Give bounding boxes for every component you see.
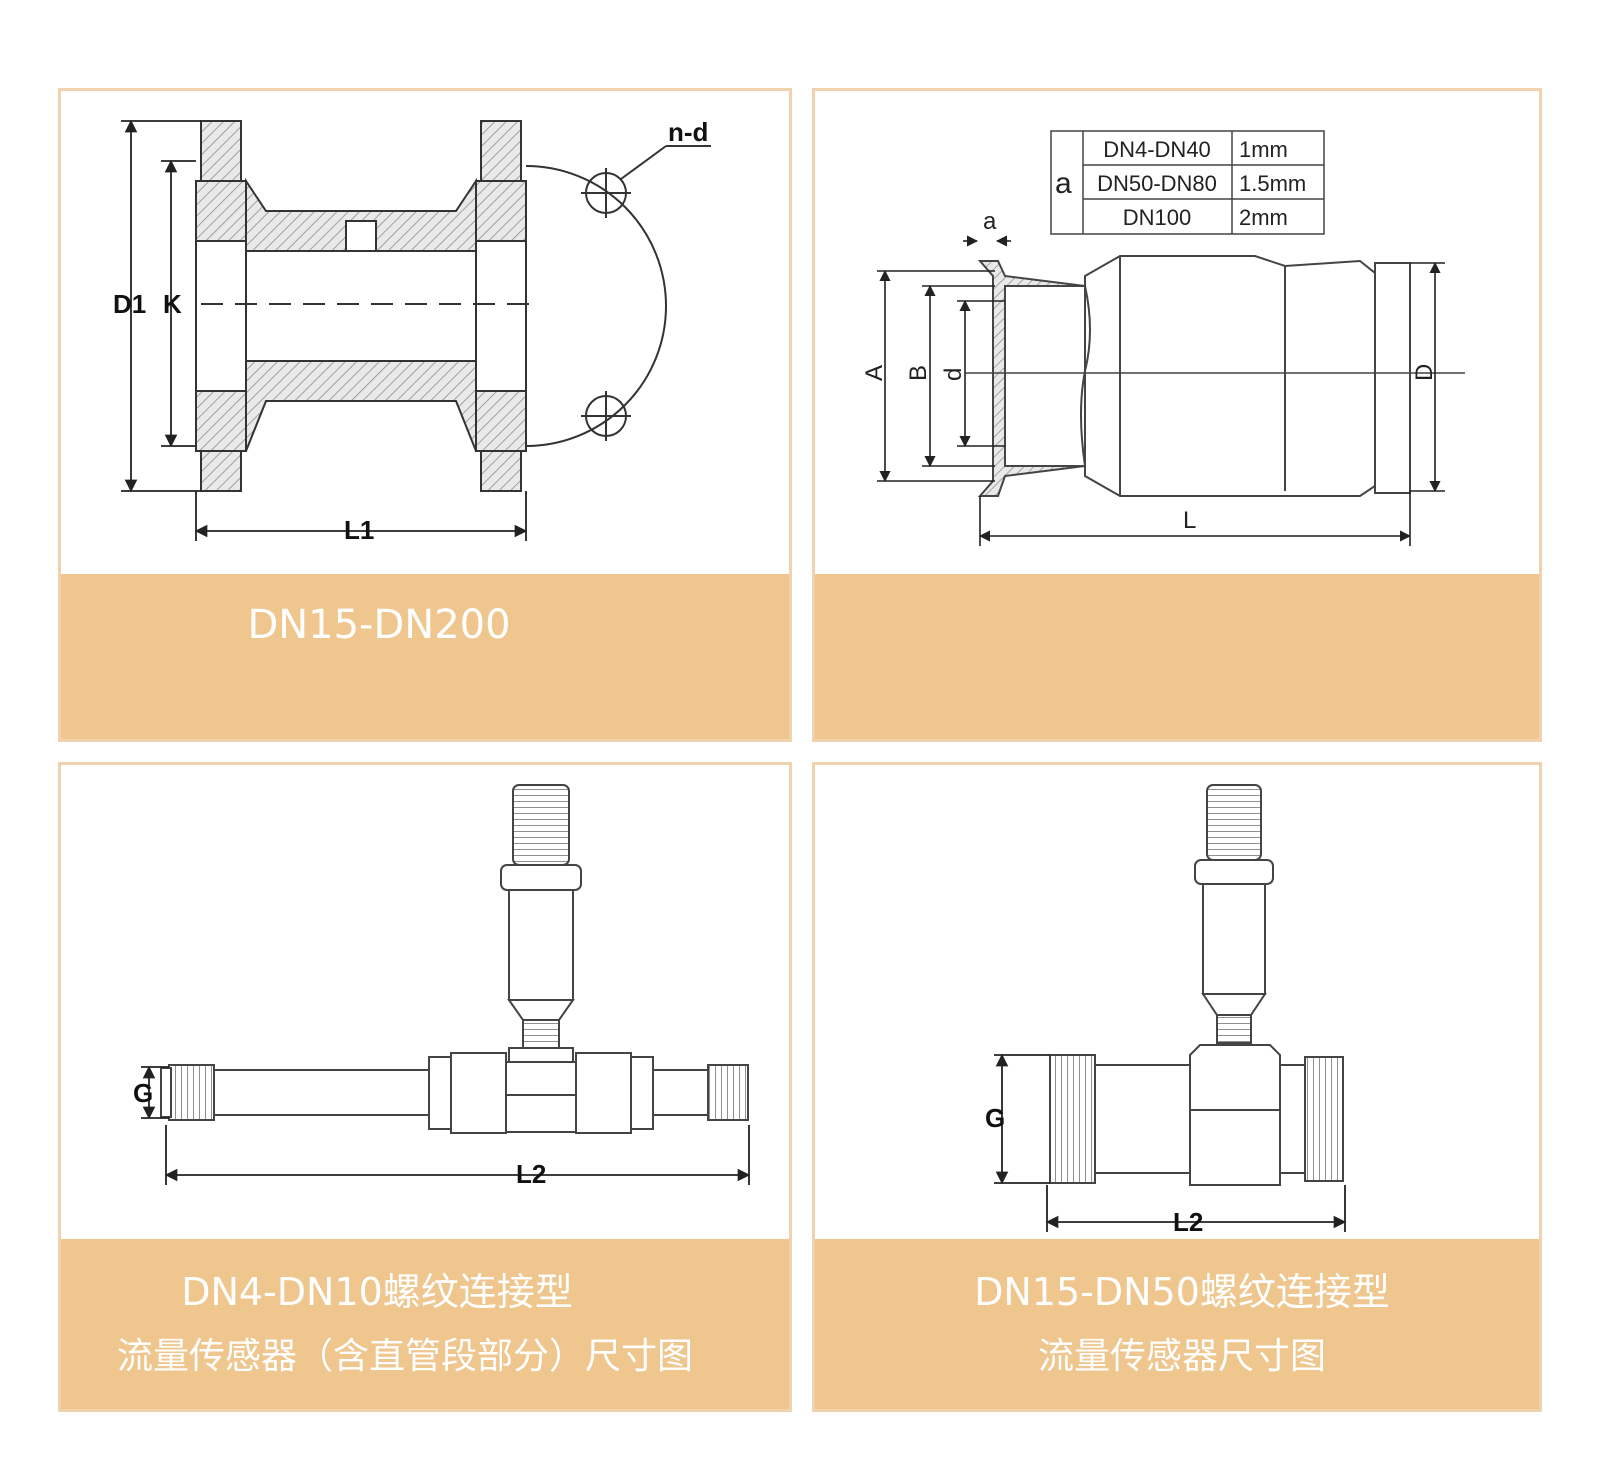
- caption-line-2: 流量传感器（含直管段部分）尺寸图: [116, 1336, 693, 1377]
- label-A: A: [861, 365, 888, 381]
- table-value-2: 1.5mm: [1239, 171, 1306, 196]
- table-range-3: DN100: [1123, 205, 1191, 230]
- table-value-3: 2mm: [1239, 205, 1288, 230]
- sensor-head-large: [1194, 784, 1274, 1044]
- flange-drawing: D1 K n-d L1: [113, 117, 711, 545]
- caption-line-2: 流量传感器尺寸图: [1037, 1336, 1326, 1377]
- sensor-head: [500, 784, 582, 1063]
- clamp-body: [977, 255, 1411, 497]
- label-nd: n-d: [668, 117, 708, 147]
- table-value-1: 1mm: [1239, 137, 1288, 162]
- body-large: [1049, 1044, 1344, 1186]
- thread-small-drawing: G L2: [133, 784, 751, 1189]
- table-row-label: a: [1055, 167, 1072, 200]
- label-D: D: [1411, 364, 1438, 381]
- label-g: G: [985, 1103, 1005, 1133]
- label-l2: L2: [516, 1159, 546, 1189]
- right-flange: [475, 120, 527, 492]
- label-l1: L1: [344, 515, 374, 545]
- clamp-drawing: a DN4-DN40 DN50-DN80 DN100 1mm 1.5mm 2mm: [861, 130, 1465, 546]
- label-a-small: a: [983, 208, 997, 235]
- label-d1: D1: [113, 289, 146, 319]
- label-l2: L2: [1173, 1207, 1203, 1237]
- label-k: K: [163, 289, 182, 319]
- label-g: G: [133, 1078, 153, 1108]
- caption-clamp: [815, 574, 1539, 739]
- thread-large-drawing: G L2: [985, 784, 1347, 1237]
- caption-line-1: DN15-DN200: [247, 602, 511, 648]
- panel-clamp-type: a DN4-DN40 DN50-DN80 DN100 1mm 1.5mm 2mm: [812, 88, 1542, 742]
- caption-flange: DN15-DN200: [61, 574, 789, 739]
- caption-line-1: DN4-DN10螺纹连接型: [181, 1270, 573, 1314]
- table-range-2: DN50-DN80: [1097, 171, 1217, 196]
- panel-flange-type: D1 K n-d L1 DN15-DN200: [58, 88, 792, 742]
- panel-thread-small: G L2 DN4-DN10螺纹连接型 流量传感器（含直管段部分）尺寸图: [58, 762, 792, 1412]
- panel-thread-large: G L2 DN15-DN50螺纹连接型 流量传感器尺寸图: [812, 762, 1542, 1412]
- spec-table: [1050, 130, 1325, 235]
- body-section: [195, 177, 541, 452]
- pipe-assembly: [160, 1052, 749, 1134]
- label-d: d: [940, 368, 967, 381]
- table-range-1: DN4-DN40: [1103, 137, 1211, 162]
- bolt-circle: [525, 145, 711, 447]
- caption-line-1: DN15-DN50螺纹连接型: [974, 1270, 1390, 1314]
- caption-thread-small: DN4-DN10螺纹连接型 流量传感器（含直管段部分）尺寸图: [61, 1239, 789, 1409]
- label-L: L: [1183, 507, 1196, 534]
- caption-thread-large: DN15-DN50螺纹连接型 流量传感器尺寸图: [815, 1239, 1539, 1409]
- label-B: B: [905, 365, 932, 381]
